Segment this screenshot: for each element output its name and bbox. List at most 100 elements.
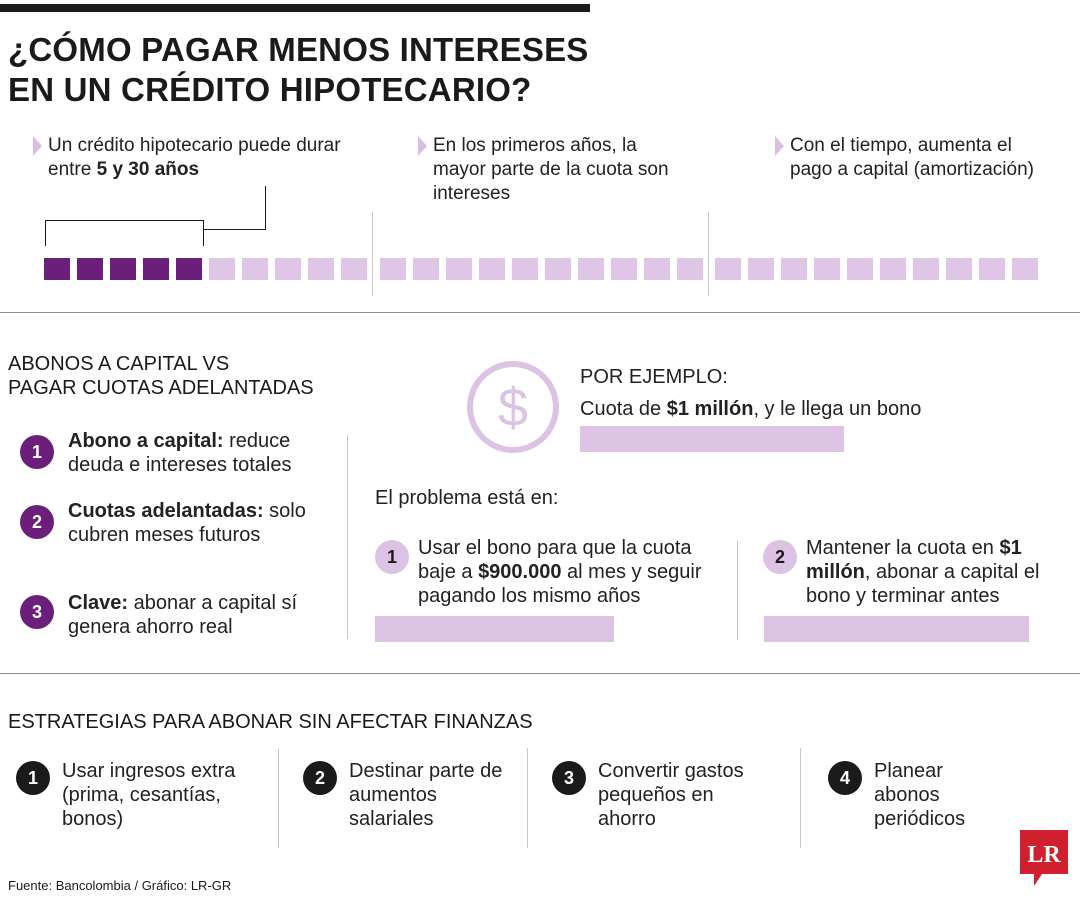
abono-item: 1 Abono a capital: reduce deuda e intere…: [20, 428, 340, 488]
option-bold: $1 millón: [806, 537, 1022, 583]
timeline-year-block: [44, 258, 70, 280]
estrategia-item: 1 Usar ingresos extra (prima, cesantías,…: [16, 758, 276, 848]
option-1: 1 Usar el bono para que la cuota baje a …: [375, 536, 735, 646]
timeline-year-block: [677, 258, 703, 280]
number-badge: 1: [375, 540, 409, 574]
section-divider: [0, 312, 1080, 313]
cuota-pre: Cuota de: [580, 398, 667, 420]
abono-item-bold: Clave:: [68, 592, 129, 614]
timeline-year-block: [143, 258, 169, 280]
number-badge: 2: [303, 761, 337, 795]
cuota-bold: $1 millón: [666, 398, 754, 420]
number-badge: 2: [763, 540, 797, 574]
bracket-connector: [204, 229, 266, 230]
title-line-1: ¿CÓMO PAGAR MENOS INTERESES: [8, 31, 589, 68]
intro-column-1: Un crédito hipotecario puede durar entre…: [33, 134, 363, 214]
estrategia-divider: [800, 748, 801, 848]
timeline-year-block: [611, 258, 637, 280]
timeline-year-block: [512, 258, 538, 280]
option-divider: [737, 540, 738, 640]
logo-text: LR: [1027, 842, 1061, 868]
timeline-year-block: [578, 258, 604, 280]
timeline-bracket: [45, 220, 204, 246]
section-divider: [0, 673, 1080, 674]
timeline-year-block: [341, 258, 367, 280]
option-text: Usar el bono para que la cuota baje a $9…: [418, 536, 733, 608]
triangle-bullet-icon: [775, 136, 784, 156]
timeline-year-block: [715, 258, 741, 280]
estrategia-divider: [527, 748, 528, 848]
timeline-year-block: [479, 258, 505, 280]
intro-column-3: Con el tiempo, aumenta el pago a capital…: [775, 134, 1065, 214]
abono-item-text: Clave: abonar a capital sí genera ahorro…: [68, 591, 308, 639]
abonos-title-line-1: ABONOS A CAPITAL VS: [8, 353, 230, 375]
estrategias-title: ESTRATEGIAS PARA ABONAR SIN AFECTAR FINA…: [8, 711, 533, 733]
intro-text-1: Un crédito hipotecario puede durar entre…: [48, 134, 348, 182]
timeline-year-block: [77, 258, 103, 280]
option-text: Mantener la cuota en $1 millón, abonar a…: [806, 536, 1078, 608]
timeline-year-block: [275, 258, 301, 280]
section-divider-vertical: [347, 435, 348, 639]
estrategia-divider: [278, 748, 279, 848]
timeline: [0, 0, 1080, 300]
estrategia-item: 3 Convertir gastos pequeños en ahorro: [552, 758, 782, 848]
highlight-bar: [764, 616, 1029, 642]
intro-text-2: En los primeros años, la mayor parte de …: [433, 135, 669, 204]
number-badge: 3: [20, 595, 54, 629]
triangle-bullet-icon: [33, 136, 42, 156]
option-bold: $900.000: [478, 561, 562, 583]
estrategia-text: Planear abonos periódicos: [874, 760, 966, 830]
intro-text-3: Con el tiempo, aumenta el pago a capital…: [790, 135, 1034, 180]
bracket-connector-vertical: [265, 186, 266, 230]
estrategia-text: Usar ingresos extra (prima, cesantías, b…: [62, 760, 236, 830]
option-post: , abonar a capital el bono y terminar an…: [806, 561, 1040, 607]
option-pre: Mantener la cuota en: [806, 537, 1000, 559]
timeline-year-block: [847, 258, 873, 280]
timeline-year-block: [880, 258, 906, 280]
option-post: al mes y seguir pagando los mismo años: [418, 561, 702, 607]
timeline-year-block: [545, 258, 571, 280]
page-title: ¿CÓMO PAGAR MENOS INTERESES EN UN CRÉDIT…: [8, 30, 608, 110]
number-badge: 1: [16, 761, 50, 795]
title-line-2: EN UN CRÉDITO HIPOTECARIO?: [8, 71, 532, 108]
timeline-divider: [372, 212, 373, 296]
intro-1-bold: 5 y 30 años: [96, 159, 200, 180]
timeline-year-block: [644, 258, 670, 280]
problema-text: El problema está en:: [375, 487, 559, 509]
abonos-title-line-2: PAGAR CUOTAS ADELANTADAS: [8, 377, 314, 399]
number-badge: 1: [20, 435, 54, 469]
timeline-year-block: [308, 258, 334, 280]
top-rule: [0, 4, 590, 12]
abono-item-text: Cuotas adelantadas: solo cubren meses fu…: [68, 499, 308, 547]
estrategia-item: 4 Planear abonos periódicos: [828, 758, 1028, 848]
number-badge: 3: [552, 761, 586, 795]
timeline-year-block: [242, 258, 268, 280]
timeline-divider: [708, 212, 709, 296]
timeline-year-block: [781, 258, 807, 280]
abono-item: 2 Cuotas adelantadas: solo cubren meses …: [20, 498, 340, 578]
estrategia-text: Destinar parte de aumentos salariales: [349, 760, 503, 830]
highlight-bar: [580, 426, 844, 452]
number-badge: 4: [828, 761, 862, 795]
timeline-year-block: [380, 258, 406, 280]
abono-item-desc: solo cubren meses futuros: [68, 500, 306, 546]
timeline-year-block: [913, 258, 939, 280]
ejemplo-heading: POR EJEMPLO:: [580, 366, 728, 388]
estrategia-item: 2 Destinar parte de aumentos salariales: [303, 758, 543, 848]
estrategia-text: Convertir gastos pequeños en ahorro: [598, 760, 744, 830]
dollar-icon: $: [466, 360, 560, 454]
timeline-year-block: [209, 258, 235, 280]
timeline-year-block: [1012, 258, 1038, 280]
abono-item: 3 Clave: abonar a capital sí genera ahor…: [20, 590, 340, 650]
source-credit: Fuente: Bancolombia / Gráfico: LR-GR: [8, 878, 232, 893]
triangle-bullet-icon: [418, 136, 427, 156]
highlight-bar: [375, 616, 614, 642]
intro-1-text: Un crédito hipotecario puede durar entre: [48, 135, 341, 180]
timeline-year-block: [176, 258, 202, 280]
option-2: 2 Mantener la cuota en $1 millón, abonar…: [763, 536, 1078, 646]
timeline-year-block: [110, 258, 136, 280]
abono-item-desc: abonar a capital sí genera ahorro real: [68, 592, 298, 638]
ejemplo-cuota: Cuota de $1 millón, y le llega un bono: [580, 397, 1000, 421]
abono-item-bold: Cuotas adelantadas:: [68, 500, 264, 522]
timeline-year-block: [413, 258, 439, 280]
